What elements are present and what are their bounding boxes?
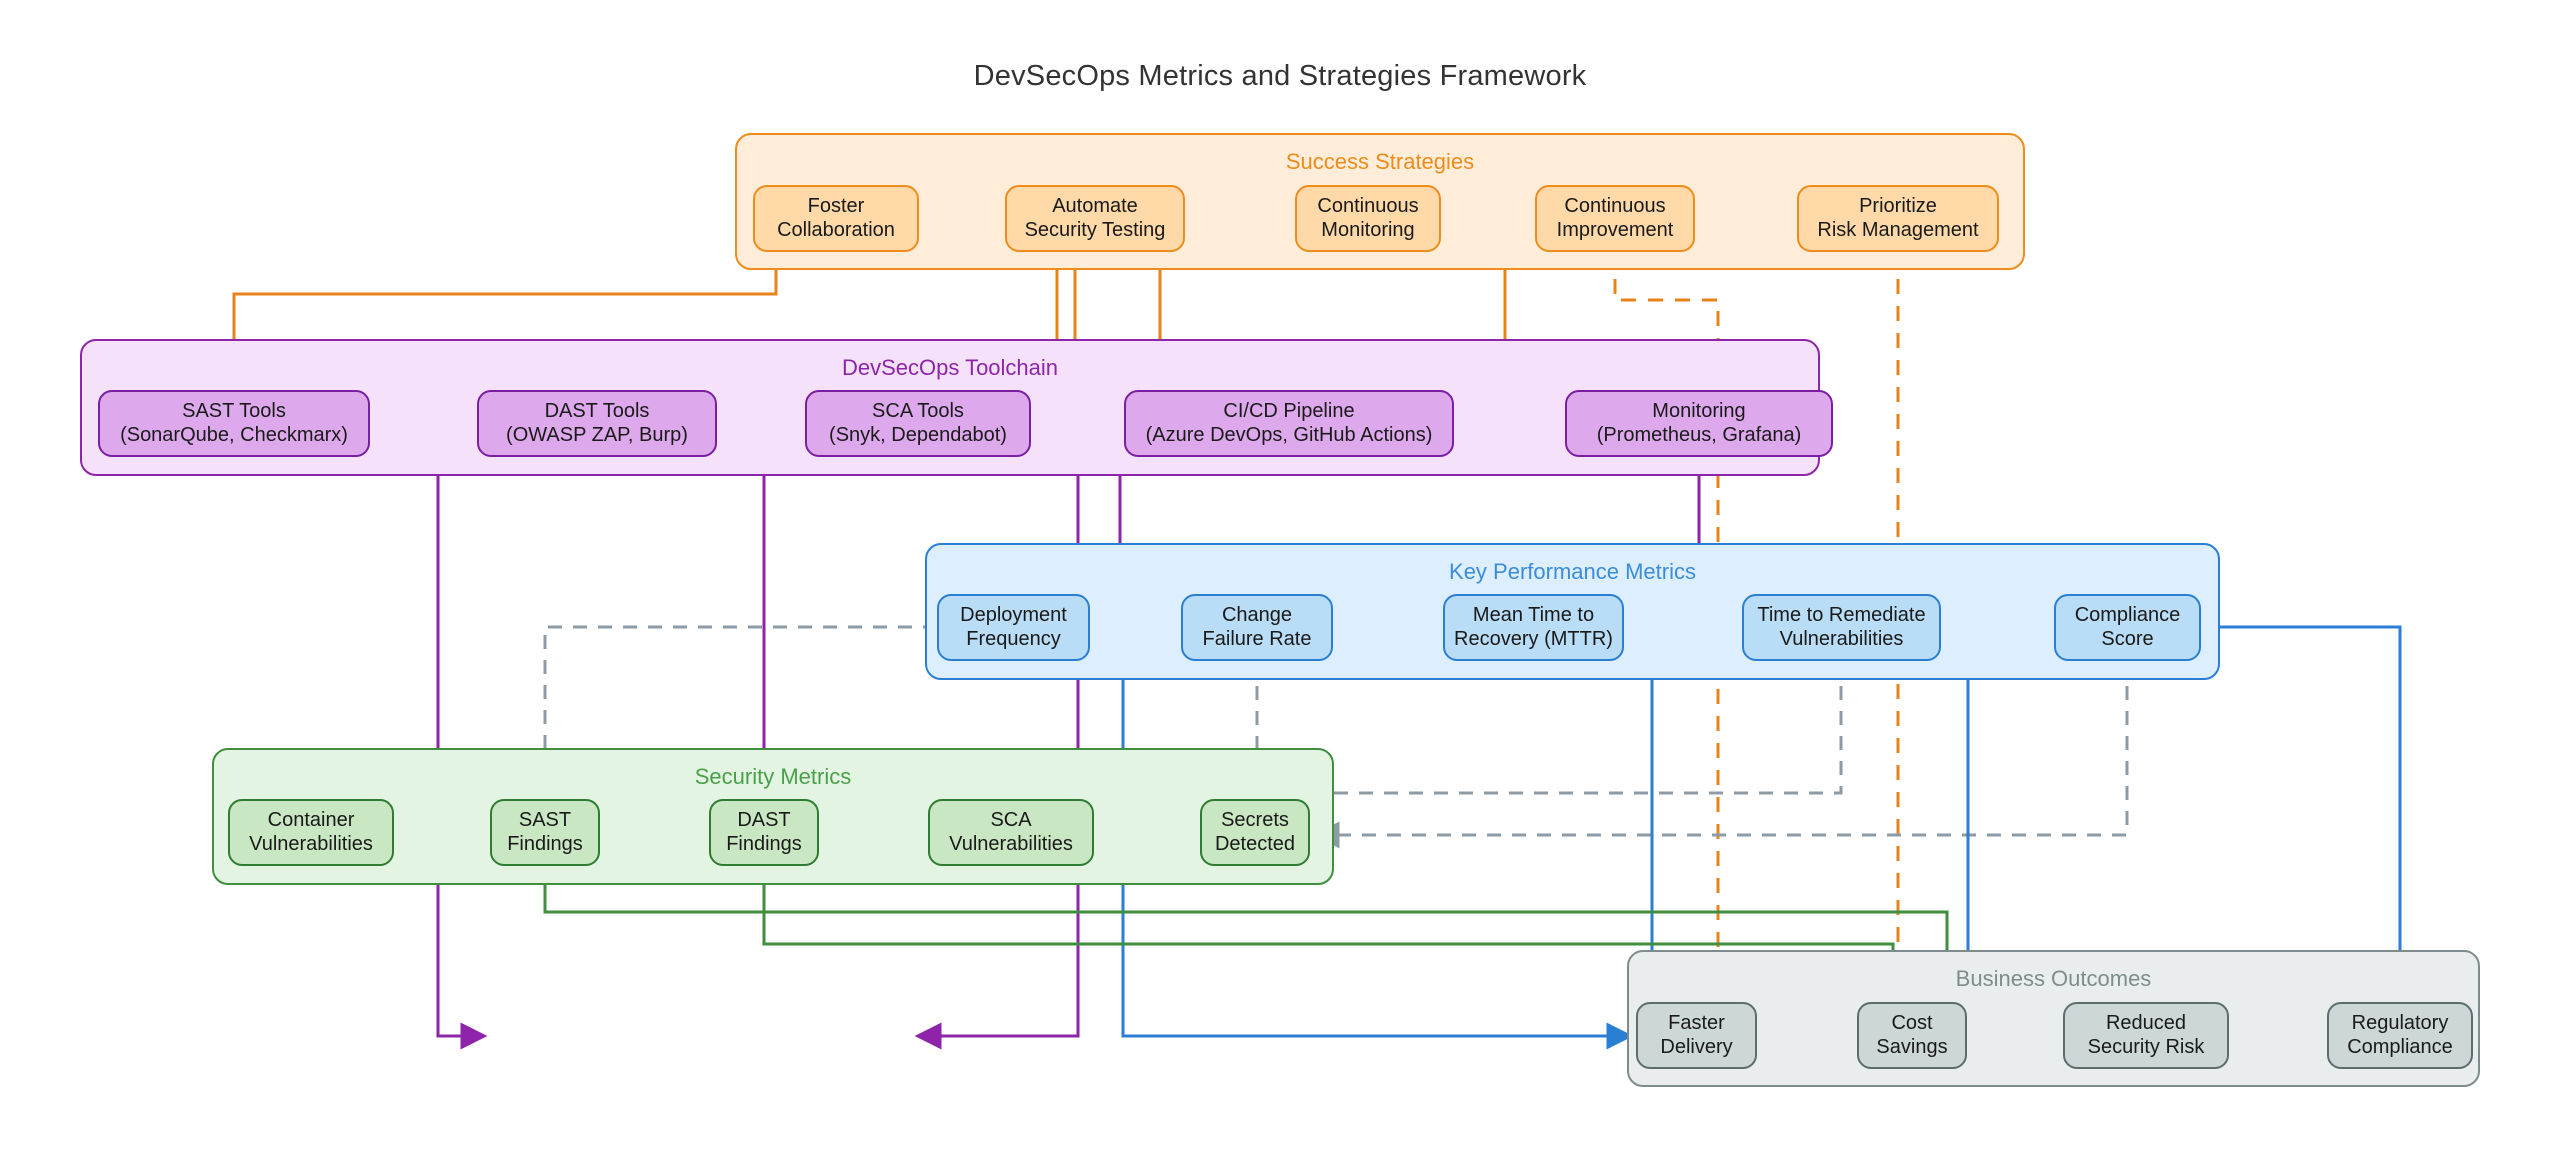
node-secrets-detected[interactable]: Secrets Detected	[1200, 799, 1310, 866]
node-sast-tools[interactable]: SAST Tools (SonarQube, Checkmarx)	[98, 390, 370, 457]
cluster-label-key-performance-metrics: Key Performance Metrics	[1449, 559, 1696, 584]
page-title: DevSecOps Metrics and Strategies Framewo…	[973, 60, 1587, 92]
node-compliance-score[interactable]: Compliance Score	[2054, 594, 2201, 661]
node-sast-findings[interactable]: SAST Findings	[490, 799, 600, 866]
edge-dast-tools-to-dast-findings	[717, 422, 778, 797]
node-container-vulnerabilities[interactable]: Container Vulnerabilities	[228, 799, 394, 866]
node-cost-savings[interactable]: Cost Savings	[1857, 1002, 1967, 1069]
node-sca-tools[interactable]: SCA Tools (Snyk, Dependabot)	[805, 390, 1031, 457]
node-continuous-monitoring[interactable]: Continuous Monitoring	[1295, 185, 1441, 252]
node-time-to-remediate-vulnerabilities[interactable]: Time to Remediate Vulnerabilities	[1742, 594, 1941, 661]
node-continuous-improvement[interactable]: Continuous Improvement	[1535, 185, 1695, 252]
edge-compliance-to-regulatory	[2201, 625, 2414, 1000]
cluster-label-success-strategies: Success Strategies	[1285, 149, 1475, 174]
node-reduced-security-risk[interactable]: Reduced Security Risk	[2063, 1002, 2229, 1069]
node-prioritize-risk-management[interactable]: Prioritize Risk Management	[1797, 185, 1999, 252]
cluster-label-security-metrics: Security Metrics	[694, 764, 852, 789]
node-deployment-frequency[interactable]: Deployment Frequency	[937, 594, 1090, 661]
cluster-label-devsecops-toolchain: DevSecOps Toolchain	[841, 355, 1059, 380]
node-cicd-pipeline[interactable]: CI/CD Pipeline (Azure DevOps, GitHub Act…	[1124, 390, 1454, 457]
cluster-label-business-outcomes: Business Outcomes	[1955, 966, 2152, 991]
node-monitoring[interactable]: Monitoring (Prometheus, Grafana)	[1565, 390, 1833, 457]
node-regulatory-compliance[interactable]: Regulatory Compliance	[2327, 1002, 2473, 1069]
node-sca-vulnerabilities[interactable]: SCA Vulnerabilities	[928, 799, 1094, 866]
edge-compliance-to-secrets	[1312, 661, 2129, 849]
edge-sca-tools-to-sca-vulns	[914, 422, 1080, 1050]
node-dast-findings[interactable]: DAST Findings	[709, 799, 819, 866]
node-faster-delivery[interactable]: Faster Delivery	[1636, 1002, 1757, 1069]
node-mean-time-to-recovery[interactable]: Mean Time to Recovery (MTTR)	[1443, 594, 1624, 661]
node-dast-tools[interactable]: DAST Tools (OWASP ZAP, Burp)	[477, 390, 717, 457]
node-automate-security-testing[interactable]: Automate Security Testing	[1005, 185, 1185, 252]
node-change-failure-rate[interactable]: Change Failure Rate	[1181, 594, 1333, 661]
node-foster-collaboration[interactable]: Foster Collaboration	[753, 185, 919, 252]
edge-sast-tools-to-sast-findings	[370, 422, 488, 1050]
